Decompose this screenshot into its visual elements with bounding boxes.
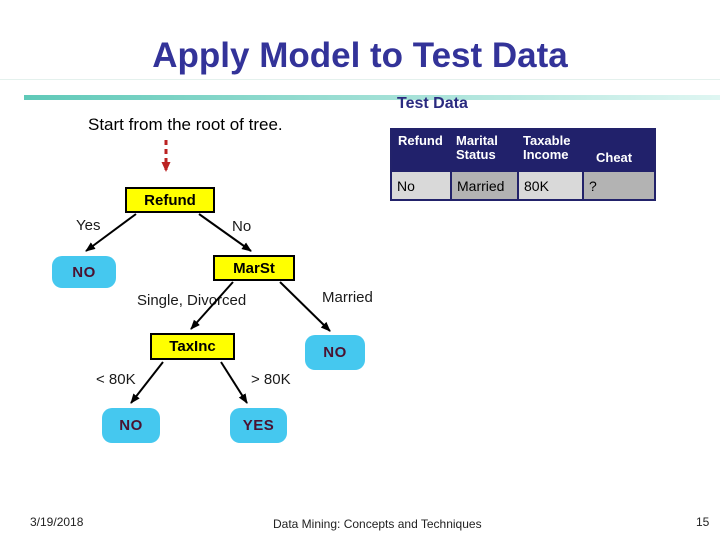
footer-date: 3/19/2018 <box>30 515 84 529</box>
faint-divider-line <box>0 79 720 80</box>
tree-node-taxinc: TaxInc <box>150 333 235 360</box>
table-header-row: Refund Marital Status Taxable Income Che… <box>392 130 654 170</box>
edge-taxinc-gt80k <box>220 361 248 404</box>
branch-label-no: No <box>232 218 252 235</box>
branch-label-married: Married <box>322 289 373 306</box>
cell-taxable-income: 80K <box>517 172 582 199</box>
table-row: No Married 80K ? <box>392 170 654 199</box>
tree-leaf-no-married: NO <box>305 335 365 370</box>
title-divider-bar <box>24 95 720 100</box>
col-header-cheat: Cheat <box>596 150 633 165</box>
tree-node-marst: MarSt <box>213 255 295 281</box>
footer-book-title: Data Mining: Concepts and Techniques <box>273 517 482 531</box>
tree-leaf-no-low-income: NO <box>102 408 160 443</box>
branch-label-yes: Yes <box>76 217 101 234</box>
tree-leaf-yes-high-income: YES <box>230 408 287 443</box>
branch-label-lt-80k: < 80K <box>96 371 136 388</box>
cell-refund: No <box>392 172 450 199</box>
col-header-refund: Refund <box>398 133 443 148</box>
test-data-label: Test Data <box>397 95 468 112</box>
tree-node-refund: Refund <box>125 187 215 213</box>
test-data-table: Refund Marital Status Taxable Income Che… <box>390 128 656 201</box>
instruction-text: Start from the root of tree. <box>88 115 283 134</box>
edge-taxinc-lt80k <box>130 361 164 404</box>
footer-page-number: 15 <box>696 515 710 529</box>
col-header-marital-status: Marital Status <box>456 133 498 162</box>
branch-label-gt-80k: > 80K <box>251 371 291 388</box>
cell-cheat: ? <box>582 172 654 199</box>
branch-label-single-divorced: Single, Divorced <box>137 292 247 309</box>
tree-leaf-no-refund-yes: NO <box>52 256 116 288</box>
slide-title: Apply Model to Test Data <box>152 36 568 75</box>
col-header-taxable-income: Taxable Income <box>523 133 571 162</box>
cell-marital-status: Married <box>450 172 517 199</box>
